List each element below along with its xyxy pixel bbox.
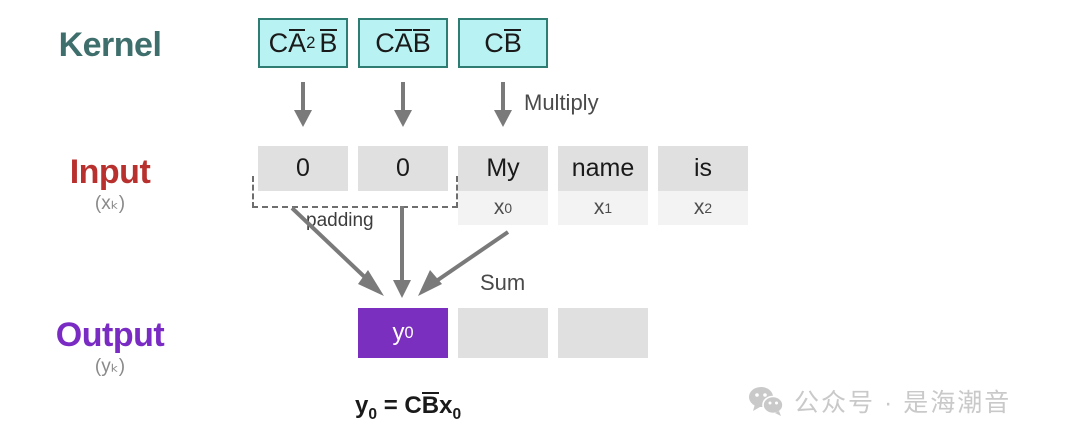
formula-equals: =: [383, 392, 398, 419]
kernel-term-2-C: C: [484, 27, 504, 58]
input-cell-3-value: name: [558, 146, 648, 191]
output-cell-2[interactable]: [558, 308, 648, 358]
input-cell-2-value: My: [458, 146, 548, 191]
padding-bracket: [252, 176, 458, 208]
formula-B-bar: B: [421, 391, 440, 419]
kernel-term-1-C: C: [375, 27, 395, 58]
sum-arrow-center-icon: [393, 206, 411, 298]
input-cell-1-value: 0: [358, 146, 448, 191]
input-cell-1[interactable]: 0: [358, 146, 448, 225]
output-cell-0-base: y: [392, 319, 405, 346]
kernel-term-0-C: C: [268, 27, 289, 58]
multiply-label: Multiply: [524, 90, 599, 115]
formula-C: C: [404, 392, 422, 419]
kernel-term-2-B-bar: B: [503, 27, 522, 58]
row-label-output: Output: [55, 316, 165, 354]
input-cell-2-index-base: x: [493, 196, 505, 219]
sum-arrow-right-icon: [418, 230, 510, 296]
row-label-input: Input: [69, 153, 151, 191]
output-formula: y0 = CBx0: [355, 391, 462, 423]
sum-label: Sum: [480, 270, 526, 295]
output-cell-1[interactable]: [458, 308, 548, 358]
input-cell-3-index-base: x: [593, 196, 605, 219]
input-cell-0[interactable]: 0: [258, 146, 348, 225]
row-label-kernel: Kernel: [58, 26, 162, 64]
watermark: 公众号 · 是海潮音: [748, 383, 1011, 419]
watermark-text: 公众号 · 是海潮音: [794, 389, 1012, 417]
formula-rhs-base: x: [439, 392, 453, 419]
row-sublabel-output: (yₖ): [94, 356, 126, 377]
sum-arrow-left-icon: [290, 206, 384, 296]
sum-arrows-group: [290, 206, 510, 298]
kernel-term-0-B-bar: B: [319, 27, 338, 58]
input-cell-0-value: 0: [258, 146, 348, 191]
input-cell-4-index-base: x: [693, 196, 705, 219]
formula-lhs-sub: 0: [368, 405, 378, 423]
formula-lhs-base: y: [355, 392, 369, 419]
padding-label: padding: [306, 210, 374, 231]
formula-rhs-sub: 0: [452, 405, 462, 423]
kernel-term-1-B-bar: B: [412, 27, 431, 58]
multiply-arrow-2-icon: [490, 82, 516, 128]
kernel-term-0-A-bar: A: [288, 27, 307, 58]
row-sublabel-input: (xₖ): [94, 193, 126, 214]
multiply-arrow-0-icon: [290, 82, 316, 128]
input-cell-4-value: is: [658, 146, 748, 191]
wechat-icon: [748, 386, 784, 416]
kernel-term-1-A-bar: A: [394, 27, 413, 58]
multiply-arrow-1-icon: [390, 82, 416, 128]
